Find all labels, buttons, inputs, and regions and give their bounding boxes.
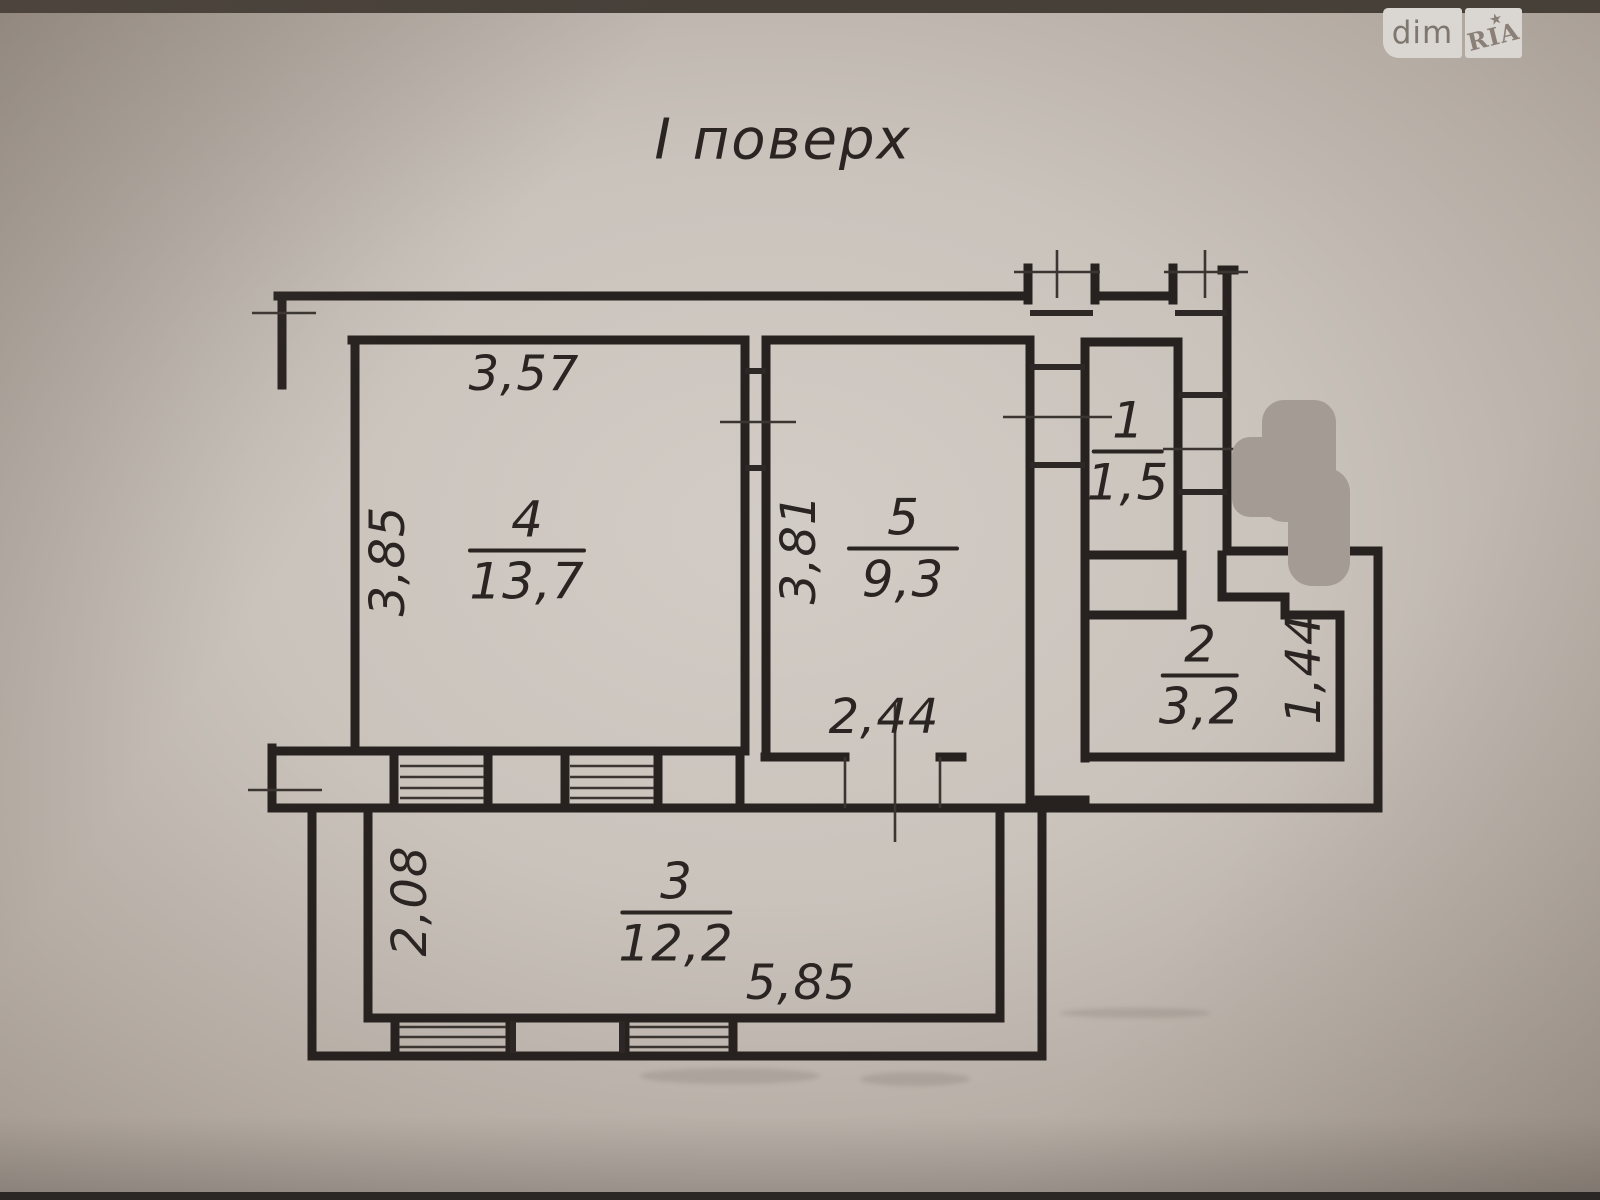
ria-logo: ★ RIA	[1465, 8, 1522, 58]
fraction-line	[847, 546, 959, 551]
dim-room2-niche-height: 1,44	[1276, 613, 1332, 725]
room-4-number: 4	[511, 490, 543, 549]
fraction-line	[468, 548, 586, 553]
dim-room5-height: 3,81	[771, 493, 827, 605]
room-2-label: 2 3,2	[1158, 615, 1242, 736]
room-4-label: 4 13,7	[468, 490, 586, 611]
pencil-smudge	[1060, 1008, 1210, 1018]
room-1-number: 1	[1112, 391, 1144, 450]
floor-title: І поверх	[654, 107, 912, 173]
room-3-label: 3 12,2	[618, 852, 734, 973]
room-5-label: 5 9,3	[847, 488, 959, 609]
room-5-area: 9,3	[861, 550, 945, 609]
dim-room5-door-width: 2,44	[828, 689, 940, 745]
room-2-number: 2	[1184, 615, 1216, 674]
photo-top-edge	[0, 0, 1600, 13]
fraction-line	[619, 910, 732, 915]
dim-room4-width: 3,57	[468, 346, 580, 402]
fraction-line	[1092, 449, 1164, 454]
room-3-number: 3	[660, 852, 692, 911]
room-1-area: 1,5	[1086, 453, 1170, 512]
room-3-area: 12,2	[618, 914, 734, 973]
room-1-label: 1 1,5	[1086, 391, 1170, 512]
dimension-ticks-and-hatching	[248, 250, 1292, 1049]
walls-thick	[267, 263, 1383, 1061]
walls-medium	[510, 310, 1227, 1053]
pencil-smudge	[640, 1068, 820, 1084]
censor-patch	[1232, 400, 1350, 586]
dim-ria-watermark: dim ★ RIA	[1383, 8, 1522, 58]
photo-bottom-edge	[0, 1192, 1600, 1200]
dim-logo-text: dim	[1383, 8, 1462, 58]
dim-room3-height: 2,08	[382, 845, 438, 957]
room-4-area: 13,7	[469, 552, 585, 611]
fraction-line	[1161, 673, 1239, 678]
pencil-smudge	[860, 1072, 970, 1086]
dim-room4-height: 3,85	[360, 505, 416, 617]
room-2-area: 3,2	[1158, 677, 1242, 736]
room-5-number: 5	[887, 488, 919, 547]
dim-room3-width: 5,85	[745, 955, 857, 1011]
ria-logo-text: RIA	[1465, 15, 1522, 57]
